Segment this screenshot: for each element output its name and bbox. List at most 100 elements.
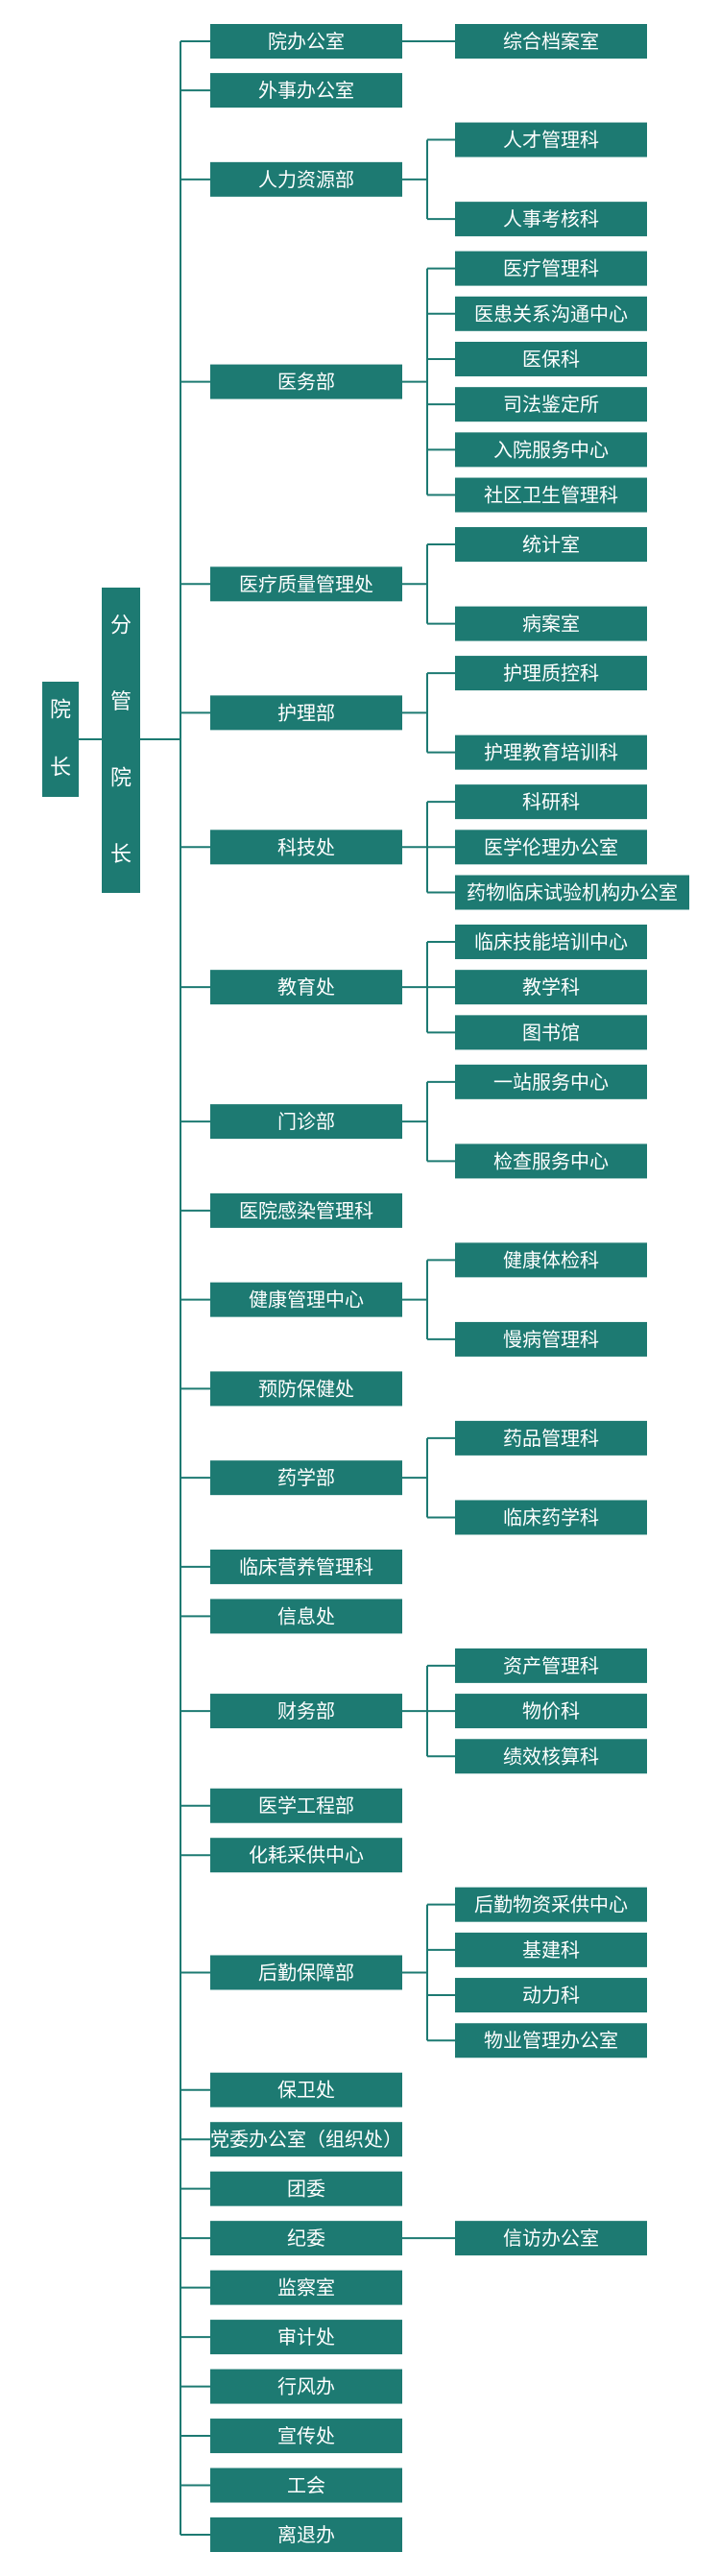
- subdept-3-2: 医保科: [455, 341, 647, 376]
- dept-1: 外事办公室: [210, 73, 402, 108]
- dept-21-label: 团委: [287, 2178, 325, 2201]
- subdept-8-0: 一站服务中心: [455, 1064, 647, 1099]
- subdept-2-0-box: [455, 122, 647, 157]
- subdept-3-0-box: [455, 251, 647, 286]
- subdept-8-1: 检查服务中心: [455, 1144, 647, 1179]
- dept-14: 信息处: [210, 1599, 402, 1634]
- dept-4-box: [210, 566, 402, 602]
- dept-14-label: 信息处: [277, 1604, 335, 1627]
- subdept-15-1-box: [455, 1694, 647, 1729]
- subdept-6-1: 医学伦理办公室: [455, 830, 647, 865]
- dept-17: 化耗采供中心: [210, 1838, 402, 1873]
- dept-20-box: [210, 2122, 402, 2157]
- dept-18: 后勤保障部: [210, 1955, 402, 1990]
- dept-5: 护理部: [210, 695, 402, 731]
- subdept-18-0: 后勤物资采供中心: [455, 1887, 647, 1922]
- subdept-10-1: 慢病管理科: [455, 1321, 647, 1357]
- subdept-3-4-box: [455, 432, 647, 468]
- subdept-18-0-label: 后勤物资采供中心: [474, 1893, 628, 1916]
- dept-2-box: [210, 161, 402, 197]
- dept-13: 临床营养管理科: [210, 1549, 402, 1584]
- subdept-22-0-box: [455, 2221, 647, 2256]
- dept-11-label: 预防保健处: [258, 1377, 354, 1400]
- subdept-18-2-label: 动力科: [522, 1984, 580, 2007]
- subdept-7-1-box: [455, 970, 647, 1005]
- dept-25-box: [210, 2369, 402, 2404]
- dept-25: 行风办: [210, 2369, 402, 2404]
- dept-15: 财务部: [210, 1694, 402, 1729]
- subdept-6-1-box: [455, 830, 647, 865]
- subdept-4-1-label: 病案室: [522, 613, 580, 636]
- dept-24-label: 审计处: [277, 2325, 335, 2348]
- dept-18-box: [210, 1955, 402, 1990]
- dept-16: 医学工程部: [210, 1788, 402, 1823]
- dept-28-label: 离退办: [277, 2523, 335, 2546]
- subdept-4-0-box: [455, 527, 647, 563]
- subdept-7-2: 图书馆: [455, 1015, 647, 1050]
- dept-17-box: [210, 1838, 402, 1873]
- dept-22-box: [210, 2221, 402, 2256]
- subdept-10-1-box: [455, 1321, 647, 1357]
- subdept-6-2-box: [455, 875, 689, 910]
- subdept-6-0: 科研科: [455, 784, 647, 820]
- subdept-12-1-label: 临床药学科: [503, 1505, 599, 1529]
- dept-15-box: [210, 1694, 402, 1729]
- dept-7-label: 教育处: [277, 975, 335, 999]
- subdept-3-2-label: 医保科: [522, 348, 580, 371]
- subdept-15-2-label: 绩效核算科: [503, 1745, 599, 1768]
- dept-7: 教育处: [210, 970, 402, 1005]
- subdept-0-0-label: 综合档案室: [503, 30, 599, 53]
- subdept-3-1-label: 医患关系沟通中心: [474, 302, 628, 325]
- subdept-12-0-label: 药品管理科: [503, 1427, 599, 1450]
- subdept-12-1: 临床药学科: [455, 1500, 647, 1535]
- dept-9-label: 医院感染管理科: [239, 1199, 373, 1222]
- dept-8-box: [210, 1104, 402, 1140]
- subdept-10-1-label: 慢病管理科: [503, 1328, 599, 1351]
- subdept-22-0-label: 信访办公室: [503, 2227, 599, 2250]
- subdept-15-2-box: [455, 1739, 647, 1774]
- dept-6-box: [210, 830, 402, 865]
- dept-6-label: 科技处: [277, 835, 335, 858]
- subdept-18-1-box: [455, 1932, 647, 1967]
- dept-10: 健康管理中心: [210, 1282, 402, 1317]
- dept-28-box: [210, 2517, 402, 2552]
- dept-4-label: 医疗质量管理处: [239, 572, 373, 595]
- subdept-7-2-box: [455, 1015, 647, 1050]
- dept-24-box: [210, 2320, 402, 2355]
- subdept-6-1-label: 医学伦理办公室: [484, 835, 618, 858]
- subdept-3-5-box: [455, 477, 647, 513]
- subdept-18-3-box: [455, 2023, 647, 2058]
- subdept-15-1-label: 物价科: [522, 1699, 580, 1722]
- subdept-8-1-box: [455, 1144, 647, 1179]
- dept-26: 宣传处: [210, 2419, 402, 2454]
- subdept-5-0-label: 护理质控科: [503, 662, 599, 685]
- dept-24: 审计处: [210, 2320, 402, 2355]
- subdept-6-2-label: 药物临床试验机构办公室: [467, 880, 678, 903]
- dept-26-label: 宣传处: [277, 2424, 335, 2447]
- subdept-8-0-label: 一站服务中心: [493, 1071, 609, 1094]
- subdept-3-3-box: [455, 387, 647, 422]
- subdept-3-0: 医疗管理科: [455, 251, 647, 286]
- dept-11-box: [210, 1371, 402, 1407]
- subdept-8-0-box: [455, 1064, 647, 1099]
- subdept-3-4-label: 入院服务中心: [493, 438, 609, 461]
- subdept-3-1: 医患关系沟通中心: [455, 296, 647, 331]
- dept-16-box: [210, 1788, 402, 1823]
- dept-22: 纪委: [210, 2221, 402, 2256]
- subdept-12-0: 药品管理科: [455, 1420, 647, 1456]
- subdept-5-1: 护理教育培训科: [455, 734, 647, 770]
- dept-22-label: 纪委: [287, 2227, 325, 2250]
- dept-11: 预防保健处: [210, 1371, 402, 1407]
- subdept-15-0-box: [455, 1648, 647, 1683]
- subdept-10-0-box: [455, 1242, 647, 1278]
- dept-20-label: 党委办公室（组织处）: [210, 2128, 402, 2151]
- dept-21-box: [210, 2171, 402, 2206]
- subdept-18-1: 基建科: [455, 1932, 647, 1967]
- president-box-label: 院长: [50, 699, 71, 781]
- dept-8-label: 门诊部: [277, 1110, 335, 1133]
- dept-18-label: 后勤保障部: [258, 1961, 354, 1984]
- dept-3-box: [210, 364, 402, 399]
- dept-13-label: 临床营养管理科: [239, 1555, 373, 1578]
- dept-5-box: [210, 695, 402, 731]
